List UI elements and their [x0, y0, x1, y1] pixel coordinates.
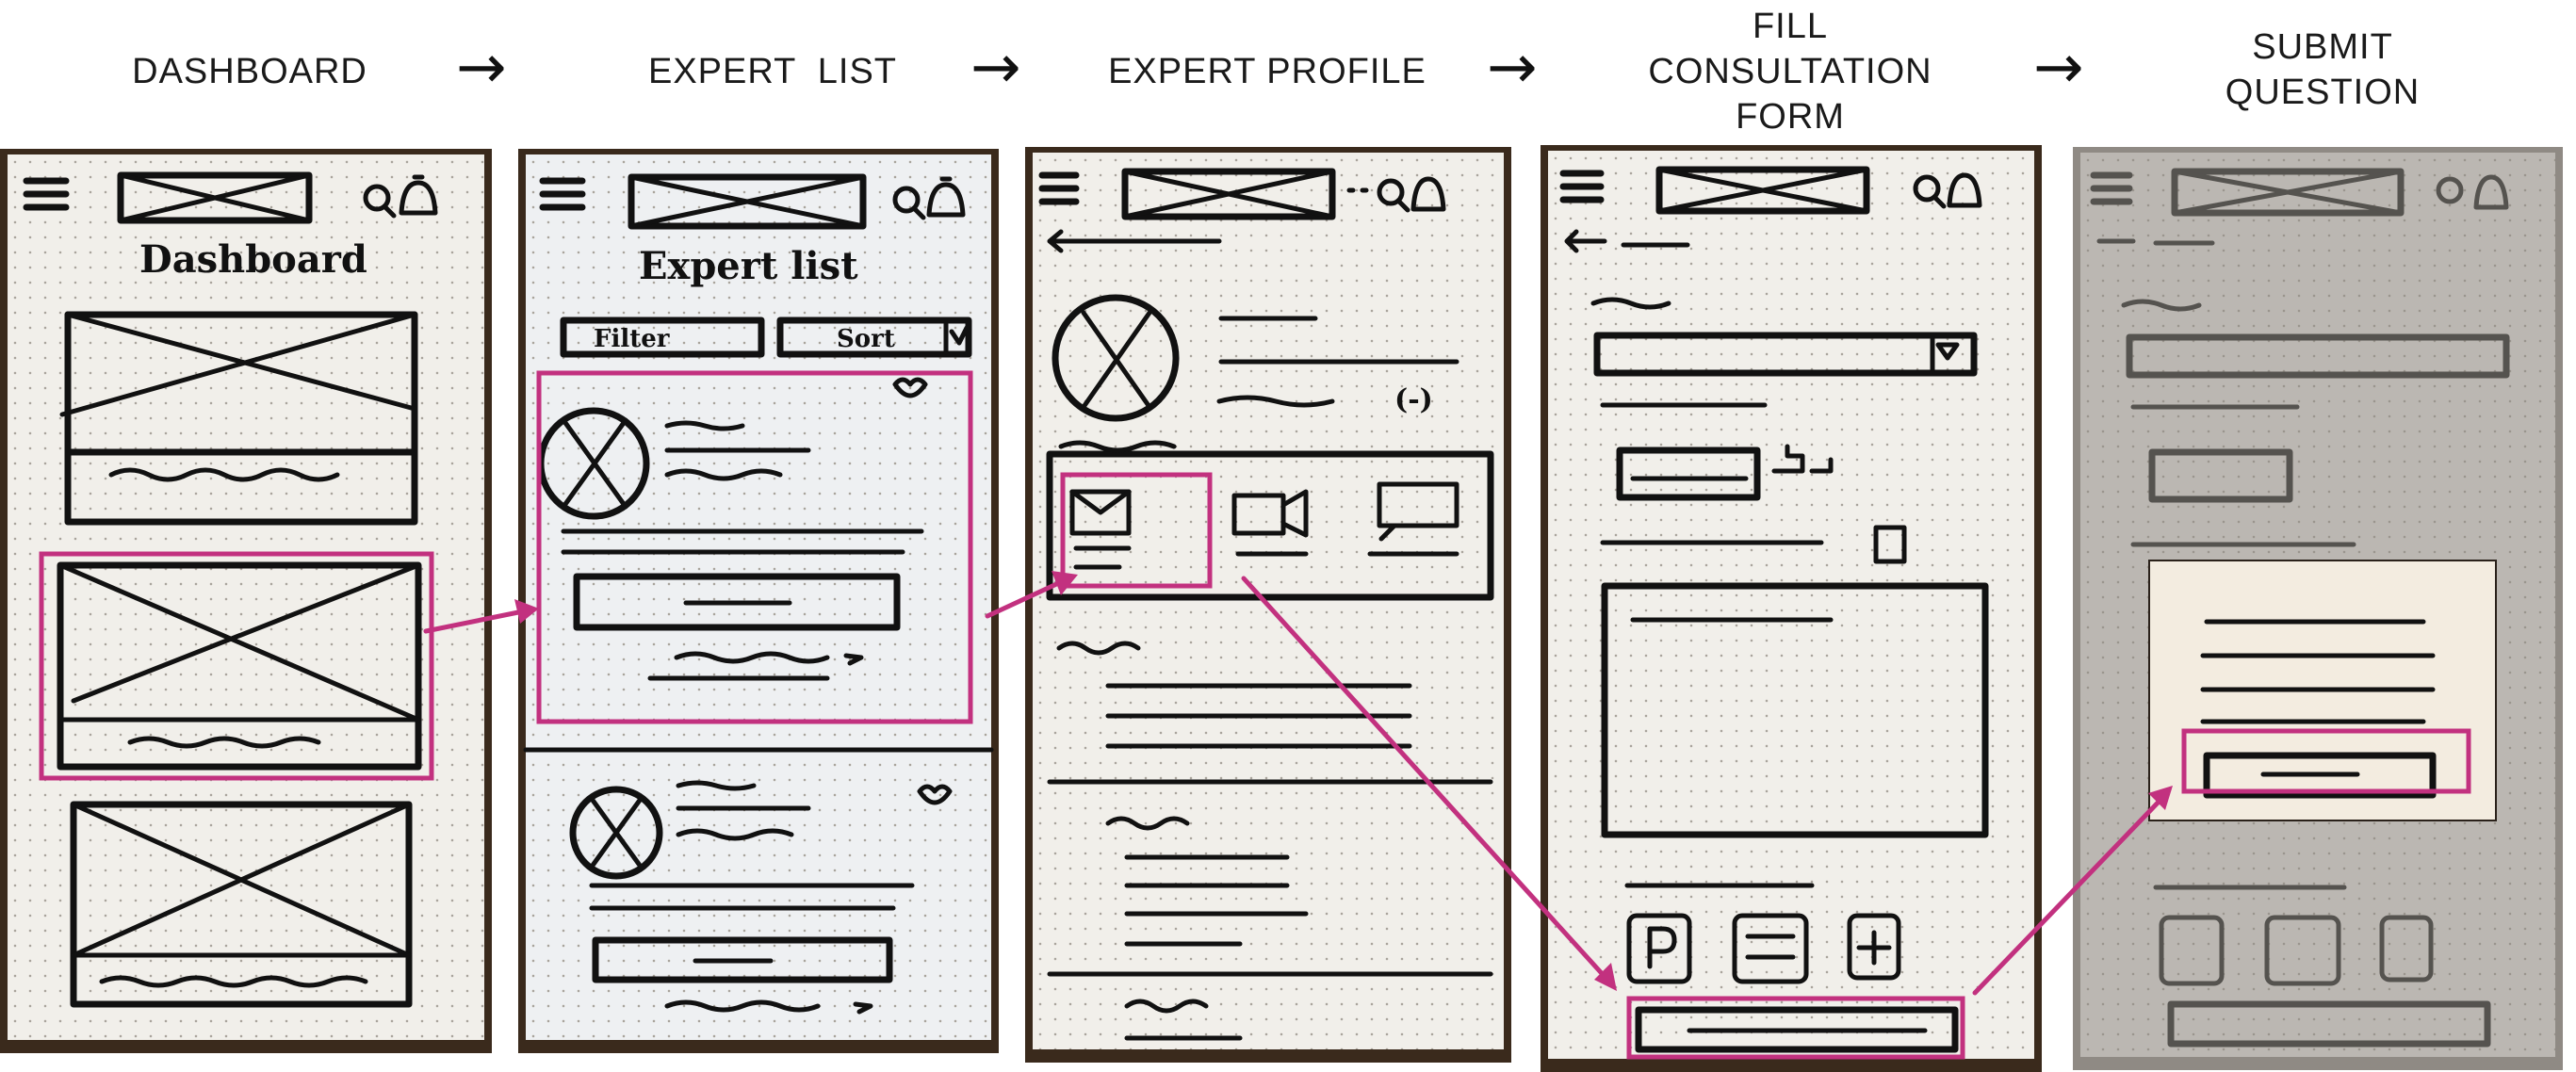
logo-placeholder — [628, 173, 867, 230]
hamburger-icon — [1559, 170, 1605, 203]
heart-icon — [892, 377, 928, 398]
message-option-icon — [1069, 489, 1132, 570]
add-icon — [1847, 913, 1901, 981]
sort-dropdown: Sort — [776, 317, 972, 358]
filter-button: Filter — [560, 317, 765, 358]
file-upload-field — [1616, 444, 1834, 501]
highlight-message-option — [1060, 472, 1213, 589]
sketch-expert-profile: (-) — [1025, 147, 1511, 1063]
svg-text:Sort: Sort — [837, 325, 895, 353]
logo-placeholder — [117, 171, 313, 224]
svg-text:Filter: Filter — [594, 325, 670, 353]
flow-arrow-1-icon: → — [456, 33, 507, 103]
flow-arrow-2-icon: → — [970, 33, 1021, 103]
search-icon — [1913, 174, 1947, 209]
step-label-expert-list: EXPERT LIST — [647, 52, 898, 91]
paypal-icon — [1626, 913, 1692, 984]
back-arrow-icon — [1564, 229, 1690, 253]
submit-button — [1635, 1006, 1959, 1053]
logo-placeholder — [1121, 168, 1336, 220]
sketch-expert-list: Expert list Filter Sort — [518, 149, 999, 1053]
confirmation-dialog — [2148, 560, 2497, 821]
chat-option-icon — [1367, 481, 1459, 557]
confirm-button — [2203, 752, 2437, 799]
expert-card-2 — [569, 780, 953, 1015]
review-section-1 — [1105, 816, 1309, 947]
expert-list-title: Expert list — [639, 244, 858, 288]
rating-text: (-) — [1394, 383, 1433, 416]
field-label-1 — [1590, 297, 1671, 310]
hamburger-icon — [23, 177, 70, 211]
step-label-expert-profile: EXPERT PROFILE — [1108, 52, 1427, 91]
dashboard-card-2 — [57, 561, 422, 771]
search-icon — [363, 184, 397, 219]
bell-icon — [1410, 176, 1446, 212]
search-icon — [1377, 178, 1410, 213]
logo-placeholder — [1655, 166, 1870, 215]
heart-icon — [917, 784, 953, 805]
checkbox-icon — [1873, 525, 1907, 564]
back-arrow-icon — [1047, 229, 1222, 253]
card-icon — [1732, 913, 1809, 984]
question-textarea — [1601, 582, 1989, 838]
bell-icon — [399, 174, 438, 216]
highlight-expert-card — [536, 370, 973, 724]
flow-arrow-4-icon: → — [2033, 33, 2084, 103]
review-section-2 — [1124, 999, 1243, 1041]
step-label-submit-question: SUBMIT QUESTION — [2225, 27, 2421, 112]
expert-avatar — [1052, 294, 1180, 422]
about-section — [1056, 641, 1412, 749]
bell-icon — [926, 176, 966, 218]
dropdown-field — [1593, 332, 1978, 377]
rating-stars — [1216, 395, 1335, 408]
bell-icon — [1947, 172, 1982, 208]
highlight-submit-button — [1626, 996, 1965, 1060]
attachment-options — [1626, 913, 1901, 984]
flow-arrow-3-icon: → — [1487, 33, 1538, 103]
hamburger-icon — [539, 177, 586, 211]
step-label-dashboard: DASHBOARD — [132, 52, 367, 91]
step-label-fill-consultation-form: FILL CONSULTATION FORM — [1648, 7, 1932, 137]
sketch-dashboard: Dashboard — [0, 149, 492, 1053]
search-icon — [892, 186, 926, 220]
dashboard-card-1 — [59, 311, 418, 526]
dashboard-title: Dashboard — [139, 237, 367, 282]
expert-card-1 — [537, 377, 928, 681]
video-option-icon — [1231, 489, 1309, 557]
highlight-dashboard-card — [39, 551, 434, 781]
hamburger-icon — [1038, 171, 1080, 205]
consultation-options — [1046, 440, 1494, 601]
highlight-confirm-button — [2181, 728, 2471, 794]
dashboard-card-3 — [70, 801, 413, 1008]
expert-name-lines — [1218, 316, 1459, 365]
sketch-consultation-form — [1541, 145, 2042, 1072]
